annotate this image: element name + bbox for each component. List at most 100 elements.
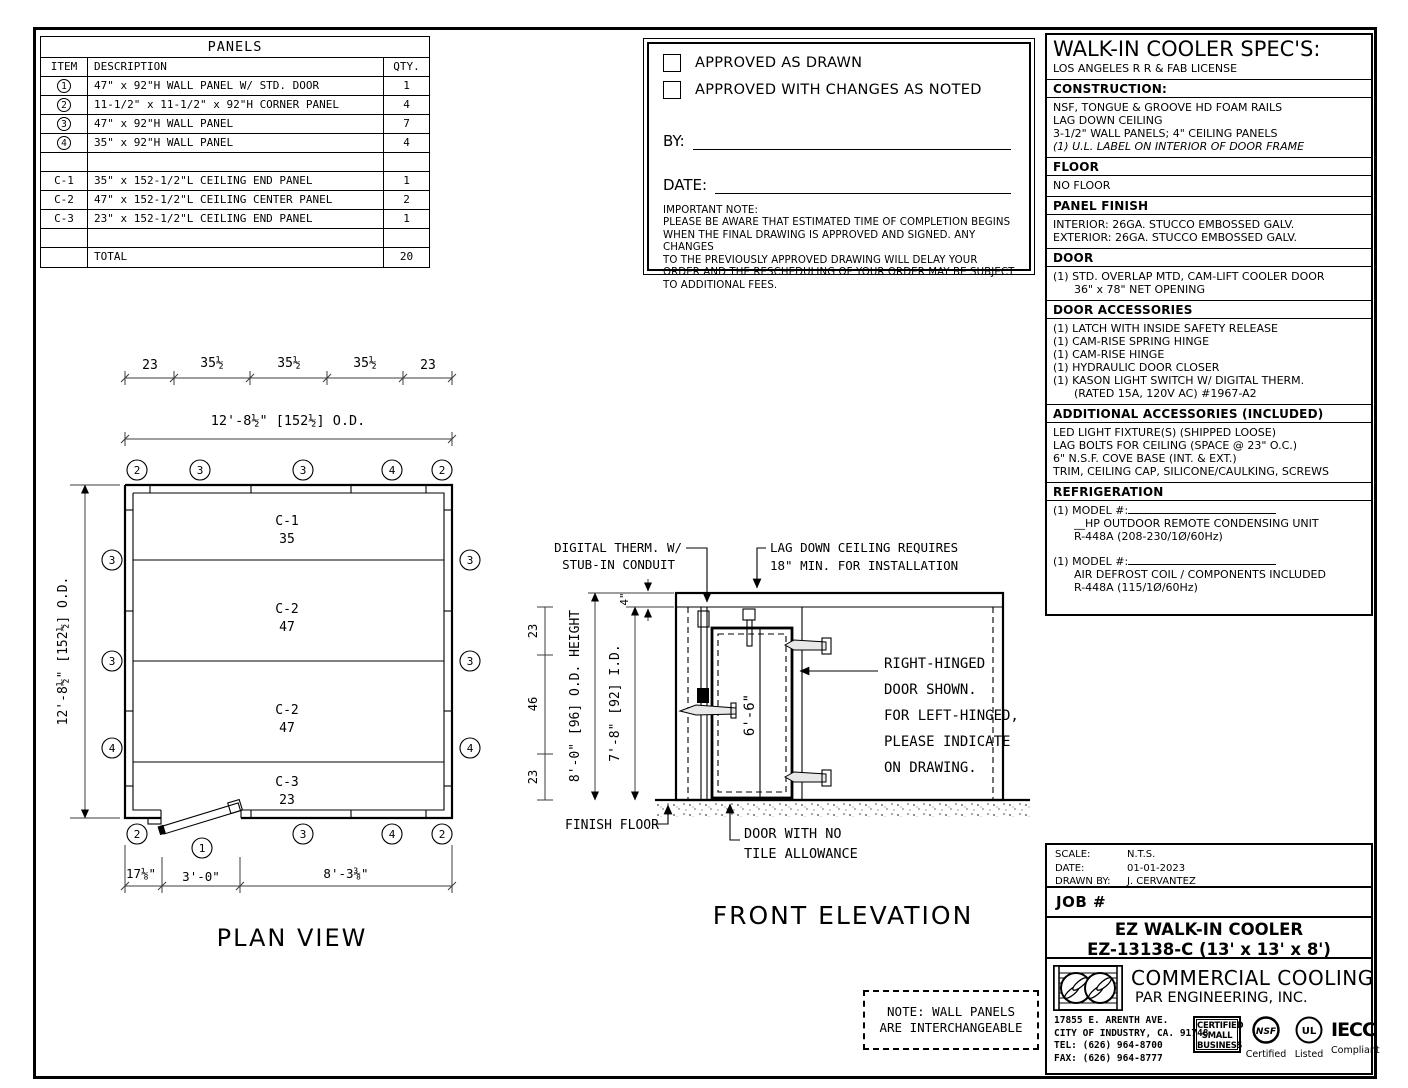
door-hinge-icon — [783, 769, 832, 787]
refrigeration-body: (1) MODEL #: __HP OUTDOOR REMOTE CONDENS… — [1053, 504, 1326, 594]
company-logo-icon — [1053, 965, 1123, 1011]
svg-text:4: 4 — [389, 828, 396, 841]
item-circle-1: 1 — [57, 79, 71, 93]
svg-text:DIGITAL THERM. W/: DIGITAL THERM. W/ — [554, 540, 682, 555]
door-hinge-icon — [783, 637, 832, 655]
important-note-title: IMPORTANT NOTE: — [663, 205, 759, 216]
svg-text:2: 2 — [439, 464, 446, 477]
row-qty: 4 — [403, 136, 410, 149]
ul-mark: UL — [1302, 1026, 1317, 1037]
digital-therm-callout: DIGITAL THERM. W/ STUB-IN CONDUIT — [554, 540, 712, 603]
svg-text:35½: 35½ — [200, 356, 224, 371]
additional-accessories-heading: ADDITIONAL ACCESSORIES (INCLUDED) — [1047, 405, 1371, 423]
table-row: 1 47" x 92"H WALL PANEL W/ STD. DOOR 1 — [41, 77, 429, 96]
table-row: 3 47" x 92"H WALL PANEL 7 — [41, 115, 429, 134]
wall-panels-note: NOTE: WALL PANELS ARE INTERCHANGEABLE — [863, 990, 1039, 1050]
door-tile-callout: DOOR WITH NO TILE ALLOWANCE — [725, 803, 858, 862]
svg-text:23: 23 — [526, 624, 540, 638]
plan-top-panel-markers: 2 3 3 4 2 — [126, 459, 453, 481]
row-qty: 7 — [403, 117, 410, 130]
svg-text:8'-0" [96] O.D. HEIGHT: 8'-0" [96] O.D. HEIGHT — [568, 610, 583, 782]
svg-text:2: 2 — [439, 828, 446, 841]
row-description: 23" x 152-1/2"L CEILING END PANEL — [88, 210, 384, 228]
iecc-caption: Compliant — [1331, 1045, 1380, 1056]
svg-text:3: 3 — [300, 464, 307, 477]
job-number-block: JOB # — [1045, 886, 1373, 918]
column-header-item: ITEM — [41, 58, 88, 76]
product-block: EZ WALK-IN COOLER EZ-13138-C (13' x 13' … — [1045, 916, 1373, 959]
front-elevation-drawing: DIGITAL THERM. W/ STUB-IN CONDUIT LAG DO… — [526, 540, 1030, 930]
row-description: 35" x 92"H WALL PANEL — [88, 134, 384, 152]
nsf-caption: Certified — [1245, 1049, 1287, 1060]
by-row: BY: — [663, 132, 1015, 150]
svg-text:RIGHT-HINGED: RIGHT-HINGED — [884, 656, 985, 672]
ul-caption: Listed — [1294, 1049, 1324, 1060]
svg-text:23: 23 — [279, 793, 295, 808]
svg-text:TILE ALLOWANCE: TILE ALLOWANCE — [744, 846, 858, 862]
row-description: 35" x 152-1/2"L CEILING END PANEL — [88, 172, 384, 190]
elevation-door: 6'-6" — [678, 608, 832, 800]
additional-accessories-body: LED LIGHT FIXTURE(S) (SHIPPED LOOSE) LAG… — [1047, 423, 1371, 483]
approved-with-changes-label: APPROVED WITH CHANGES AS NOTED — [695, 82, 982, 98]
iecc-mark: IECC — [1331, 1019, 1376, 1041]
row-item: C-2 — [41, 191, 88, 209]
row-qty: 1 — [403, 212, 410, 225]
svg-text:FINISH FLOOR: FINISH FLOOR — [565, 818, 659, 833]
item-circle-2: 2 — [57, 98, 71, 112]
by-signature-line[interactable] — [692, 132, 1011, 150]
approved-as-drawn-checkbox[interactable] — [663, 54, 681, 72]
row-description: 47" x 92"H WALL PANEL W/ STD. DOOR — [88, 77, 384, 95]
svg-text:7'-8" [92] I.D.: 7'-8" [92] I.D. — [608, 644, 623, 761]
svg-text:C-2: C-2 — [275, 602, 298, 617]
door-accessories-body: (1) LATCH WITH INSIDE SAFETY RELEASE (1)… — [1047, 319, 1371, 405]
company-address: 17855 E. ARENTH AVE. CITY OF INDUSTRY, C… — [1054, 1015, 1209, 1064]
date-signature-line[interactable] — [715, 176, 1011, 194]
svg-text:2: 2 — [134, 828, 141, 841]
table-row-spacer — [41, 229, 429, 248]
row-qty: 2 — [403, 193, 410, 206]
company-name: COMMERCIAL COOLING — [1131, 966, 1374, 990]
table-row-total: TOTAL 20 — [41, 248, 429, 267]
elevation-floor — [655, 798, 1030, 817]
panels-table: PANELS ITEM DESCRIPTION QTY. 1 47" x 92"… — [40, 36, 430, 268]
approved-with-changes-checkbox[interactable] — [663, 81, 681, 99]
svg-text:PLEASE INDICATE: PLEASE INDICATE — [884, 734, 1010, 750]
svg-text:3: 3 — [109, 554, 116, 567]
finish-floor-callout: FINISH FLOOR — [565, 804, 673, 833]
svg-text:4": 4" — [618, 592, 631, 605]
plan-overall-width-dimension: 12'-8½" [152½] O.D. — [120, 413, 457, 446]
important-note: IMPORTANT NOTE: PLEASE BE AWARE THAT EST… — [663, 205, 1015, 291]
by-label: BY: — [663, 132, 685, 150]
date-label: DATE: — [1055, 862, 1085, 874]
plan-view-title: PLAN VIEW — [217, 924, 368, 952]
date-row: DATE: — [663, 176, 1015, 194]
svg-text:FOR LEFT-HINGED,: FOR LEFT-HINGED, — [884, 708, 1019, 724]
svg-text:23: 23 — [142, 358, 158, 373]
svg-text:2: 2 — [134, 464, 141, 477]
specs-license: LOS ANGELES R R & FAB LICENSE — [1047, 61, 1371, 80]
iecc-compliant-badge: IECC Compliant — [1331, 1015, 1380, 1056]
svg-text:3: 3 — [197, 464, 204, 477]
model-number-blank[interactable] — [1128, 555, 1277, 565]
plan-walls — [123, 483, 454, 825]
svg-text:47: 47 — [279, 620, 295, 635]
svg-text:C-1: C-1 — [275, 514, 298, 529]
elevation-cooler-body — [674, 591, 1005, 802]
approved-as-drawn-row: APPROVED AS DRAWN — [663, 54, 1015, 72]
construction-body: NSF, TONGUE & GROOVE HD FOAM RAILS LAG D… — [1047, 98, 1371, 158]
sheet-border — [33, 27, 1377, 1079]
svg-text:STUB-IN CONDUIT: STUB-IN CONDUIT — [562, 557, 675, 572]
table-row: 4 35" x 92"H WALL PANEL 4 — [41, 134, 429, 153]
table-row: C-1 35" x 152-1/2"L CEILING END PANEL 1 — [41, 172, 429, 191]
svg-text:3: 3 — [467, 554, 474, 567]
panels-table-header: ITEM DESCRIPTION QTY. — [41, 58, 429, 77]
svg-text:DOOR SHOWN.: DOOR SHOWN. — [884, 682, 977, 698]
row-description: 11-1/2" x 11-1/2" x 92"H CORNER PANEL — [88, 96, 384, 114]
approved-as-drawn-label: APPROVED AS DRAWN — [695, 55, 863, 71]
svg-text:3: 3 — [467, 655, 474, 668]
floor-heading: FLOOR — [1047, 158, 1371, 176]
model-number-blank[interactable] — [1128, 504, 1277, 514]
floor-body: NO FLOOR — [1047, 176, 1371, 197]
svg-text:3'-0": 3'-0" — [182, 869, 220, 884]
